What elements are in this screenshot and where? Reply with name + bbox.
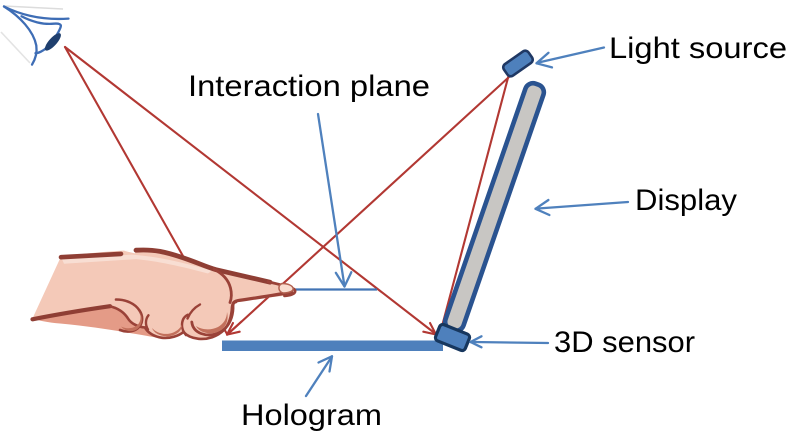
svg-text:Interaction plane: Interaction plane [188, 70, 430, 103]
svg-text:Display: Display [635, 184, 737, 217]
svg-text:Light source: Light source [609, 32, 787, 65]
svg-text:3D sensor: 3D sensor [554, 326, 695, 359]
svg-text:Hologram: Hologram [241, 399, 382, 432]
